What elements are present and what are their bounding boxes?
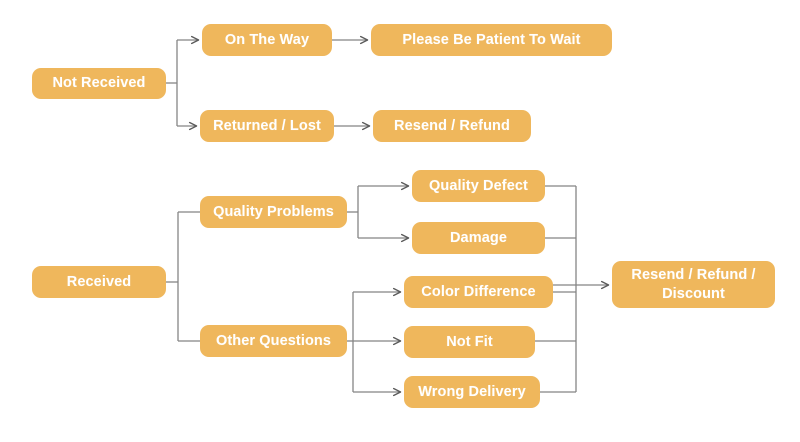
- node-wrong-delivery[interactable]: Wrong Delivery: [404, 376, 540, 408]
- node-other-questions[interactable]: Other Questions: [200, 325, 347, 357]
- node-damage[interactable]: Damage: [412, 222, 545, 254]
- node-resend-refund-discount-line2: Discount: [662, 285, 725, 302]
- node-color-difference[interactable]: Color Difference: [404, 276, 553, 308]
- node-quality-defect[interactable]: Quality Defect: [412, 170, 545, 202]
- node-resend-refund[interactable]: Resend / Refund: [373, 110, 531, 142]
- node-returned-lost[interactable]: Returned / Lost: [200, 110, 334, 142]
- node-received[interactable]: Received: [32, 266, 166, 298]
- node-not-received[interactable]: Not Received: [32, 68, 166, 99]
- node-quality-problems[interactable]: Quality Problems: [200, 196, 347, 228]
- node-resend-refund-discount[interactable]: Resend / Refund / Discount: [612, 261, 775, 308]
- node-resend-refund-discount-line1: Resend / Refund /: [631, 267, 756, 284]
- node-on-the-way[interactable]: On The Way: [202, 24, 332, 56]
- node-please-be-patient-to-wait[interactable]: Please Be Patient To Wait: [371, 24, 612, 56]
- node-not-fit[interactable]: Not Fit: [404, 326, 535, 358]
